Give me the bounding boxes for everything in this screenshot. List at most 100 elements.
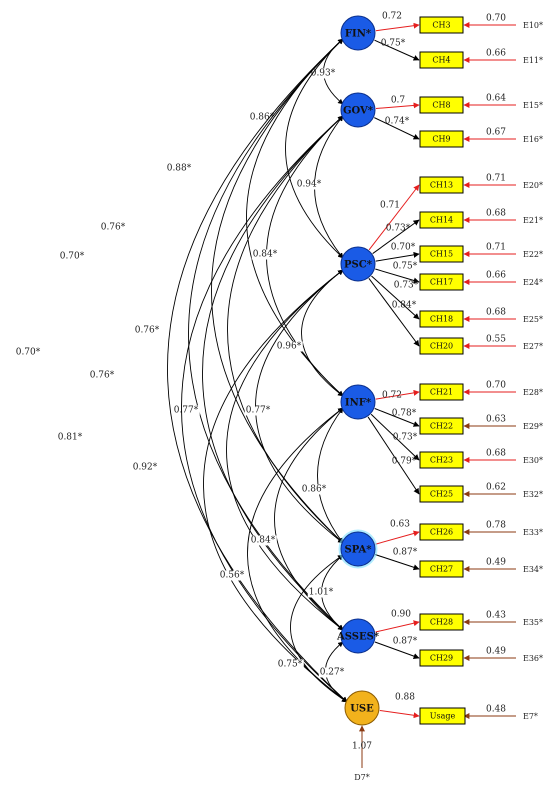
loading-label-ch18: 0.73* (394, 281, 419, 291)
error-label-ch20: E27* (523, 342, 543, 351)
indicator-box-ch29 (419, 649, 464, 667)
indicator-label-ch4: CH4 (432, 56, 450, 65)
indicator-label-ch20: CH20 (430, 342, 453, 351)
loading-label-ch21: 0.72 (382, 391, 402, 401)
correlation-label-spa-asses: 1.01* (309, 588, 334, 598)
loading-arrow-ch29 (374, 641, 420, 659)
error-label-ch14: E21* (523, 216, 543, 225)
latent-label-inf: INF* (345, 398, 372, 409)
correlation-arc-gov-spa (227, 115, 344, 544)
loading-arrow-ch26 (375, 530, 420, 545)
correlation-label-fin-gov: 0.93* (311, 69, 336, 79)
indicator-box-ch8 (419, 96, 464, 114)
error-label-ch3: E10* (523, 21, 543, 30)
correlation-label-gov-use: 0.81* (58, 433, 83, 443)
loading-label-ch4: 0.75* (381, 39, 406, 49)
correlation-arc-psc-asses (226, 269, 344, 631)
indicator-box-usage (419, 707, 466, 725)
loading-label-ch20: 0.84* (392, 301, 417, 311)
indicator-label-ch3: CH3 (432, 21, 450, 30)
error-value-ch17: 0.66 (486, 271, 506, 281)
indicator-box-ch18 (419, 310, 464, 328)
loading-arrow-ch4 (374, 39, 420, 61)
correlation-label-bg (307, 587, 335, 598)
indicator-label-ch18: CH18 (430, 315, 453, 324)
error-value-ch27: 0.49 (486, 558, 506, 568)
loading-label-ch27: 0.87* (393, 548, 418, 558)
correlation-label-bg (172, 405, 200, 416)
error-value-ch25: 0.62 (486, 483, 506, 493)
correlation-label-bg (131, 462, 159, 473)
latent-node-use (344, 690, 380, 726)
indicator-label-ch29: CH29 (430, 654, 453, 663)
latent-label-asses: ASSES* (336, 632, 380, 643)
correlation-label-bg (244, 405, 272, 416)
loading-label-ch15: 0.70* (391, 243, 416, 253)
error-label-ch26: E33* (523, 528, 543, 537)
loading-arrow-ch25 (367, 416, 420, 495)
correlation-arc-psc-inf (301, 269, 344, 397)
correlation-label-bg (309, 68, 337, 79)
indicator-box-ch13 (419, 176, 464, 194)
correlation-label-bg (300, 484, 328, 495)
error-label-ch4: E11* (523, 56, 543, 65)
error-value-ch23: 0.68 (486, 449, 506, 459)
loading-arrow-ch17 (375, 268, 420, 284)
correlation-arc-inf-spa (317, 407, 344, 544)
indicator-box-ch22 (419, 417, 464, 435)
correlation-label-gov-psc: 0.94* (297, 180, 322, 190)
indicator-label-ch15: CH15 (430, 250, 453, 259)
indicator-label-ch14: CH14 (430, 216, 453, 225)
loading-label-ch28: 0.90 (391, 610, 411, 620)
indicator-box-ch25 (419, 485, 464, 503)
correlation-label-fin-spa: 0.76* (101, 223, 126, 233)
indicator-label-ch23: CH23 (430, 456, 453, 465)
error-label-ch28: E35* (523, 618, 543, 627)
indicator-box-ch17 (419, 273, 464, 291)
indicator-box-ch21 (419, 383, 464, 401)
error-label-ch27: E34* (523, 565, 543, 574)
correlation-label-psc-asses: 0.77* (174, 406, 199, 416)
error-value-ch20: 0.55 (486, 335, 506, 345)
error-label-usage: E7* (523, 712, 538, 721)
correlation-arc-fin-spa (211, 38, 344, 544)
indicator-label-usage: Usage (430, 712, 456, 721)
correlation-label-inf-asses: 0.84* (251, 536, 276, 546)
error-label-ch8: E15* (523, 101, 543, 110)
correlation-label-bg (58, 251, 86, 262)
loading-label-ch25: 0.79* (392, 457, 417, 467)
loading-label-ch8: 0.7 (391, 96, 406, 106)
error-label-ch9: E16* (523, 135, 543, 144)
correlation-label-asses-use: 0.27* (320, 668, 345, 678)
latent-nodes: FIN*GOV*PSC*INF*SPA*ASSES*USE (336, 15, 380, 726)
indicator-label-ch17: CH17 (430, 278, 453, 287)
loading-arrow-ch15 (375, 251, 420, 262)
error-value-ch13: 0.71 (486, 174, 506, 184)
correlation-label-bg (275, 341, 303, 352)
loading-label-ch17: 0.75* (393, 262, 418, 272)
loading-arrow-usage (379, 709, 420, 719)
loading-arrow-ch28 (375, 620, 420, 633)
loading-arrow-ch14 (372, 219, 420, 254)
correlation-label-bg (56, 432, 84, 443)
loading-arrow-ch22 (374, 408, 420, 427)
indicator-label-ch25: CH25 (430, 490, 453, 499)
indicator-box-ch28 (419, 613, 464, 631)
loading-label-usage: 0.88 (395, 693, 415, 703)
loading-arrow-ch3 (375, 22, 420, 32)
correlation-label-bg (99, 222, 127, 233)
correlation-label-bg (295, 179, 323, 190)
loading-label-ch13: 0.71 (380, 201, 400, 211)
correlation-arc-psc-use (203, 269, 348, 703)
correlation-arc-fin-asses (188, 38, 344, 631)
error-value-ch26: 0.78 (486, 521, 506, 531)
error-label-ch15: E22* (523, 250, 543, 259)
loading-arrow-ch23 (370, 413, 420, 461)
indicator-box-ch20 (419, 337, 464, 355)
correlation-label-psc-inf: 0.96* (277, 342, 302, 352)
indicator-label-ch26: CH26 (430, 528, 453, 537)
correlation-arc-spa-use (290, 554, 348, 703)
indicator-box-ch27 (419, 560, 464, 578)
error-label-ch23: E30* (523, 456, 543, 465)
loading-arrow-ch8 (375, 102, 420, 110)
